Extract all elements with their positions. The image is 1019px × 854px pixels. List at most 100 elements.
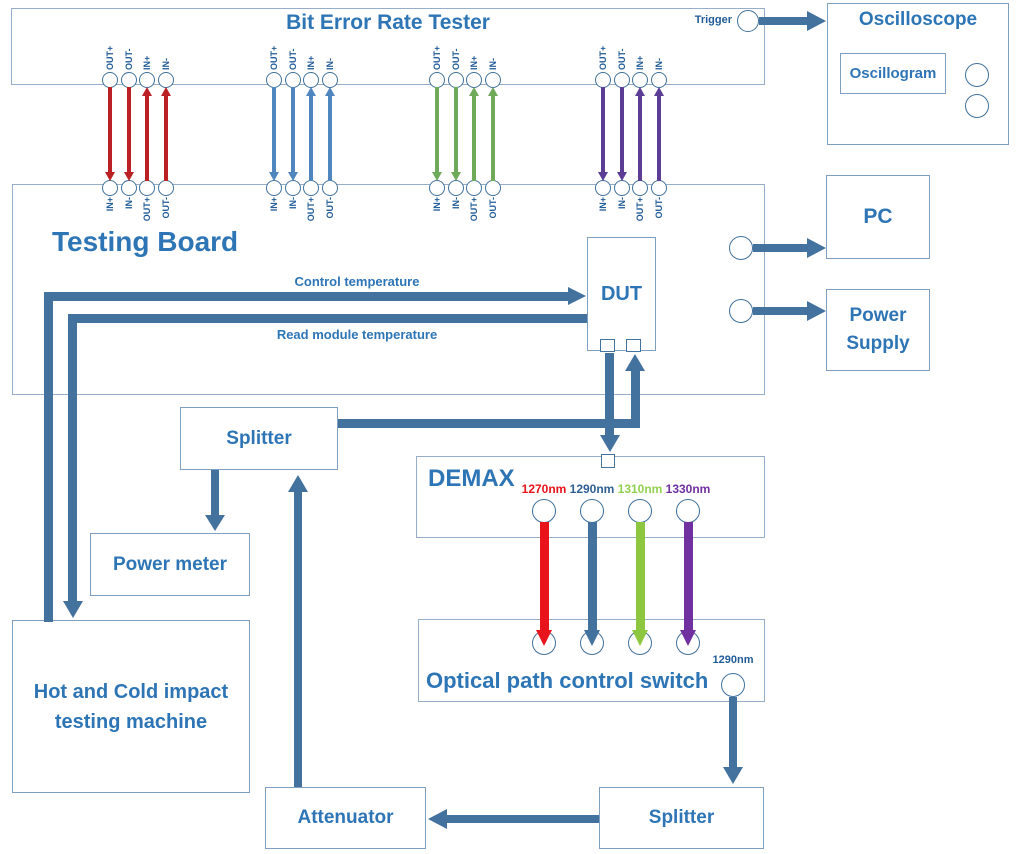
board-port-label-lane-1270-IN+: IN+ — [105, 197, 115, 212]
channel-line-1330nm — [683, 522, 693, 630]
board-port-lane-1290-OUT- — [321, 180, 338, 196]
connector-switch-splitter — [729, 697, 737, 767]
bert-port-lane-1310-IN- — [484, 72, 501, 88]
wavelength-label-1270nm: 1270nm — [521, 482, 567, 496]
pc-box: PC — [826, 175, 930, 259]
bert-port-label-lane-1290-IN-: IN- — [324, 58, 335, 70]
lane-line-lane-1290-1 — [290, 87, 295, 172]
demax-port-1310nm — [628, 499, 652, 523]
hot-cold-box: Hot and Cold impact testing machine — [12, 620, 250, 793]
arrowhead-read-temperature-machine — [63, 601, 83, 618]
board-port-lane-1270-OUT+ — [139, 180, 155, 196]
bert-port-label-lane-1290-OUT-: OUT- — [287, 48, 298, 71]
connector-board-power-supply — [753, 307, 807, 315]
arrowhead-splitter-power-meter — [205, 515, 225, 531]
channel-line-1290nm — [587, 522, 597, 630]
lane-line-lane-1270-1 — [126, 87, 131, 172]
board-port-lane-1330-IN- — [613, 180, 630, 196]
board-port-label-lane-1270-OUT-: OUT- — [160, 197, 171, 219]
board-port-label-lane-1270-IN-: IN- — [123, 197, 134, 209]
lane-line-lane-1290-0 — [272, 87, 276, 172]
lane-line-lane-1290-3 — [327, 96, 332, 181]
bert-port-label-lane-1310-IN+: IN+ — [469, 55, 479, 70]
bert-port-lane-1310-IN+ — [466, 72, 482, 88]
lane-line-lane-1310-2 — [472, 96, 476, 181]
hot-cold-label: Hot and Cold impact testing machine — [33, 680, 229, 733]
lane-arrowhead-up-lane-1330-3 — [653, 87, 664, 96]
channel-arrowhead-1310nm — [632, 630, 648, 646]
dut-bottom-port-left — [600, 339, 615, 352]
bert-title: Bit Error Rate Tester — [286, 11, 490, 34]
lane-line-lane-1310-3 — [490, 96, 495, 181]
board-port-lane-1310-IN+ — [429, 180, 445, 196]
dut-label: DUT — [600, 282, 643, 305]
board-port-lane-1290-IN- — [284, 180, 301, 196]
board-port-lane-1270-OUT- — [157, 180, 174, 196]
bert-port-lane-1330-OUT+ — [595, 72, 611, 88]
bert-port-label-lane-1330-OUT+: OUT+ — [598, 45, 608, 70]
connector-control-temperature-v — [44, 292, 53, 622]
lane-arrowhead-down-lane-1330-1 — [616, 172, 627, 181]
trigger-port — [737, 10, 759, 32]
board-port-lane-1310-IN- — [447, 180, 464, 196]
bert-port-lane-1330-IN- — [650, 72, 667, 88]
arrowhead-splitter-dut — [625, 354, 645, 371]
pc-label: PC — [863, 205, 893, 228]
control-temperature-label: Control temperature — [294, 274, 420, 289]
board-port-label-lane-1330-OUT+: OUT+ — [635, 197, 645, 222]
bert-port-lane-1270-OUT+ — [102, 72, 118, 88]
board-port-label-lane-1310-IN-: IN- — [450, 197, 461, 209]
connector-read-temperature-h — [68, 314, 587, 323]
board-port-lane-1290-OUT+ — [303, 180, 319, 196]
trigger-label: Trigger — [694, 14, 732, 26]
bert-port-lane-1290-IN- — [321, 72, 338, 88]
lane-line-lane-1310-1 — [453, 87, 458, 172]
board-port-lane-1270-IN- — [120, 180, 137, 196]
dut-box: DUT — [587, 237, 656, 351]
bert-port-label-lane-1290-IN+: IN+ — [306, 55, 316, 70]
board-port-lane-1310-OUT+ — [466, 180, 482, 196]
lane-line-lane-1330-1 — [619, 87, 624, 172]
optical-switch-title: Optical path control switch — [426, 668, 709, 693]
bert-port-label-lane-1270-IN-: IN- — [160, 58, 171, 70]
board-port-label-lane-1330-OUT-: OUT- — [653, 197, 664, 219]
arrowhead-trigger-oscilloscope — [807, 11, 826, 31]
board-port-lane-1270-IN+ — [102, 180, 118, 196]
board-port-label-lane-1290-IN+: IN+ — [269, 197, 279, 212]
wavelength-label-1290nm: 1290nm — [569, 482, 615, 496]
board-port-lane-1330-OUT+ — [632, 180, 648, 196]
arrowhead-board-power-supply — [807, 301, 826, 321]
attenuator-label: Attenuator — [297, 807, 394, 828]
bert-port-label-lane-1330-IN+: IN+ — [635, 55, 645, 70]
bert-box — [11, 8, 765, 85]
lane-arrowhead-down-lane-1310-0 — [432, 172, 442, 181]
bert-port-label-lane-1330-OUT-: OUT- — [616, 48, 627, 71]
connector-read-temperature-v — [68, 314, 77, 601]
connector-splitter-power-meter — [211, 470, 219, 515]
lane-arrowhead-down-lane-1290-1 — [287, 172, 298, 181]
testing-board-title: Testing Board — [52, 226, 239, 257]
attenuator-box: Attenuator — [265, 787, 426, 849]
power-supply-box: Power Supply — [826, 289, 930, 371]
arrowhead-switch-splitter — [723, 767, 743, 784]
channel-line-1310nm — [635, 522, 645, 630]
board-port-label-lane-1270-OUT+: OUT+ — [142, 197, 152, 222]
lane-arrowhead-down-lane-1310-1 — [450, 172, 461, 181]
connector-attenuator-splitter — [294, 492, 302, 787]
arrowhead-dut-demax — [600, 435, 620, 452]
lane-arrowhead-up-lane-1310-2 — [469, 87, 479, 96]
bert-port-lane-1310-OUT- — [447, 72, 464, 88]
board-port-lane-1330-IN+ — [595, 180, 611, 196]
bert-port-label-lane-1270-IN+: IN+ — [142, 55, 152, 70]
arrowhead-attenuator-splitter — [288, 475, 308, 492]
board-port-lane-1330-OUT- — [650, 180, 667, 196]
dut-bottom-port-right — [626, 339, 641, 352]
arrowhead-splitter-attenuator — [428, 809, 447, 829]
arrowhead-control-temperature-dut — [568, 287, 586, 305]
lane-line-lane-1310-0 — [435, 87, 439, 172]
lane-line-lane-1330-0 — [601, 87, 605, 172]
connector-control-temperature-h — [44, 292, 568, 301]
wavelength-label-1310nm: 1310nm — [617, 482, 663, 496]
bert-port-label-lane-1310-OUT-: OUT- — [450, 48, 461, 71]
bert-port-label-lane-1270-OUT+: OUT+ — [105, 45, 115, 70]
